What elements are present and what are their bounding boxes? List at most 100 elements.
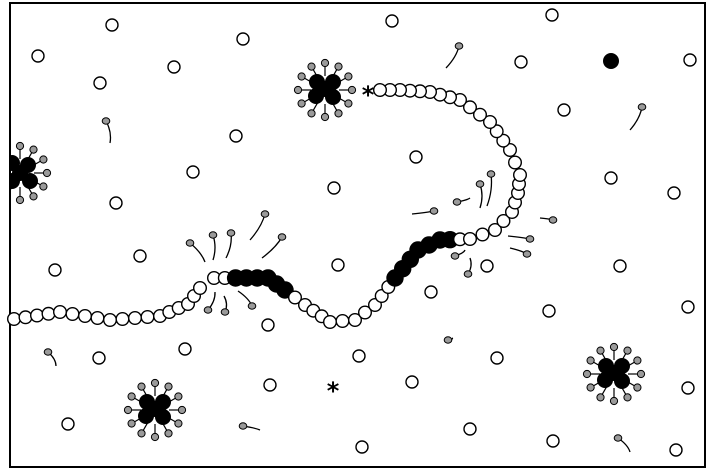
lollipop-icon bbox=[629, 103, 647, 131]
open-circle-icon bbox=[331, 258, 345, 272]
surfactant-head bbox=[452, 198, 462, 206]
open-circle-icon bbox=[508, 155, 523, 170]
surfactant-head bbox=[297, 72, 306, 81]
open-circle-icon bbox=[355, 440, 369, 454]
open-circle-icon bbox=[681, 381, 695, 395]
surfactant-head bbox=[454, 42, 464, 50]
lollipop-icon bbox=[443, 336, 454, 344]
surfactant-head bbox=[450, 252, 460, 260]
surfactant-head bbox=[247, 302, 257, 310]
open-circle-icon bbox=[480, 259, 494, 273]
open-circle-icon bbox=[405, 375, 419, 389]
lollipop-icon bbox=[450, 249, 466, 260]
lollipop-icon bbox=[101, 117, 112, 144]
surfactant-head bbox=[586, 383, 595, 392]
open-circle-icon bbox=[503, 142, 518, 157]
surfactant-head bbox=[39, 155, 48, 164]
surfactant-head bbox=[320, 58, 330, 68]
surfactant-head bbox=[123, 405, 133, 415]
surfactant-head bbox=[486, 170, 496, 178]
open-circle-icon bbox=[263, 378, 277, 392]
filled-circle-icon bbox=[606, 365, 622, 381]
open-circle-icon bbox=[77, 309, 92, 324]
surfactant-head bbox=[203, 306, 213, 314]
surfactant-head bbox=[238, 422, 248, 430]
surfactant-head bbox=[164, 429, 173, 438]
open-circle-icon bbox=[358, 305, 373, 320]
surfactant-head bbox=[463, 270, 473, 278]
surfactant-head bbox=[548, 216, 558, 224]
lollipop-icon bbox=[220, 295, 230, 316]
surfactant-head bbox=[613, 434, 623, 442]
lollipop-icon bbox=[452, 197, 471, 206]
surfactant-head bbox=[127, 419, 136, 428]
surfactant-head bbox=[208, 231, 218, 239]
open-circle-icon bbox=[261, 318, 275, 332]
surfactant-head bbox=[307, 109, 316, 118]
surfactant-head bbox=[443, 336, 453, 344]
open-circle-icon bbox=[667, 186, 681, 200]
open-circle-icon bbox=[542, 304, 556, 318]
open-circle-icon bbox=[186, 165, 200, 179]
surfactant-head bbox=[43, 348, 53, 356]
surfactant-head bbox=[347, 85, 357, 95]
open-circle-icon bbox=[473, 107, 488, 122]
open-circle-icon bbox=[53, 305, 68, 320]
lollipop-icon bbox=[411, 207, 439, 215]
surfactant-head bbox=[220, 308, 230, 316]
surfactant-head bbox=[623, 346, 632, 355]
surfactant-head bbox=[307, 62, 316, 71]
surfactant-head bbox=[127, 392, 136, 401]
lollipop-icon bbox=[613, 434, 631, 453]
open-circle-icon bbox=[669, 443, 683, 457]
open-circle-icon bbox=[127, 311, 142, 326]
lollipop-icon bbox=[237, 290, 257, 310]
surfactant-head bbox=[596, 346, 605, 355]
micelle-right bbox=[582, 342, 646, 406]
open-circle-icon bbox=[93, 76, 107, 90]
surfactant-head bbox=[260, 210, 270, 218]
filled-circle-icon bbox=[603, 53, 619, 69]
open-circle-icon bbox=[109, 196, 123, 210]
open-circle-icon bbox=[115, 312, 130, 327]
lollipop-icon bbox=[185, 239, 206, 263]
open-circle-icon bbox=[178, 342, 192, 356]
open-circle-icon bbox=[352, 349, 366, 363]
surfactant-head bbox=[174, 392, 183, 401]
surfactant-head bbox=[637, 103, 647, 111]
open-circle-icon bbox=[475, 227, 490, 242]
surfactant-head bbox=[29, 145, 38, 154]
open-circle-icon bbox=[236, 32, 250, 46]
open-circle-icon bbox=[463, 100, 478, 115]
open-circle-icon bbox=[489, 124, 504, 139]
surfactant-head bbox=[15, 195, 25, 205]
open-circle-icon bbox=[48, 263, 62, 277]
lollipop-icon bbox=[507, 235, 535, 243]
open-circle-icon bbox=[496, 133, 511, 148]
lollipop-icon bbox=[249, 210, 270, 241]
lollipop-icon bbox=[203, 291, 216, 314]
open-circle-icon bbox=[424, 285, 438, 299]
surfactant-head bbox=[177, 405, 187, 415]
asterisk-marker-top: * bbox=[362, 81, 375, 109]
open-circle-icon bbox=[192, 281, 207, 296]
open-circle-icon bbox=[105, 18, 119, 32]
surfactant-head bbox=[15, 141, 25, 151]
surfactant-head bbox=[609, 342, 619, 352]
open-circle-icon bbox=[18, 310, 33, 325]
micelle-bottom-left bbox=[123, 378, 187, 442]
surfactant-head bbox=[277, 233, 287, 241]
open-circle-icon bbox=[31, 49, 45, 63]
surfactant-head bbox=[39, 182, 48, 191]
open-circle-icon bbox=[463, 422, 477, 436]
lollipop-icon bbox=[475, 180, 485, 209]
open-circle-icon bbox=[373, 82, 388, 97]
lollipop-icon bbox=[261, 233, 287, 259]
surfactant-head bbox=[29, 192, 38, 201]
surfactant-head bbox=[320, 112, 330, 122]
surfactant-head bbox=[633, 383, 642, 392]
polymer-chain bbox=[6, 82, 528, 330]
open-circle-icon bbox=[496, 213, 511, 228]
